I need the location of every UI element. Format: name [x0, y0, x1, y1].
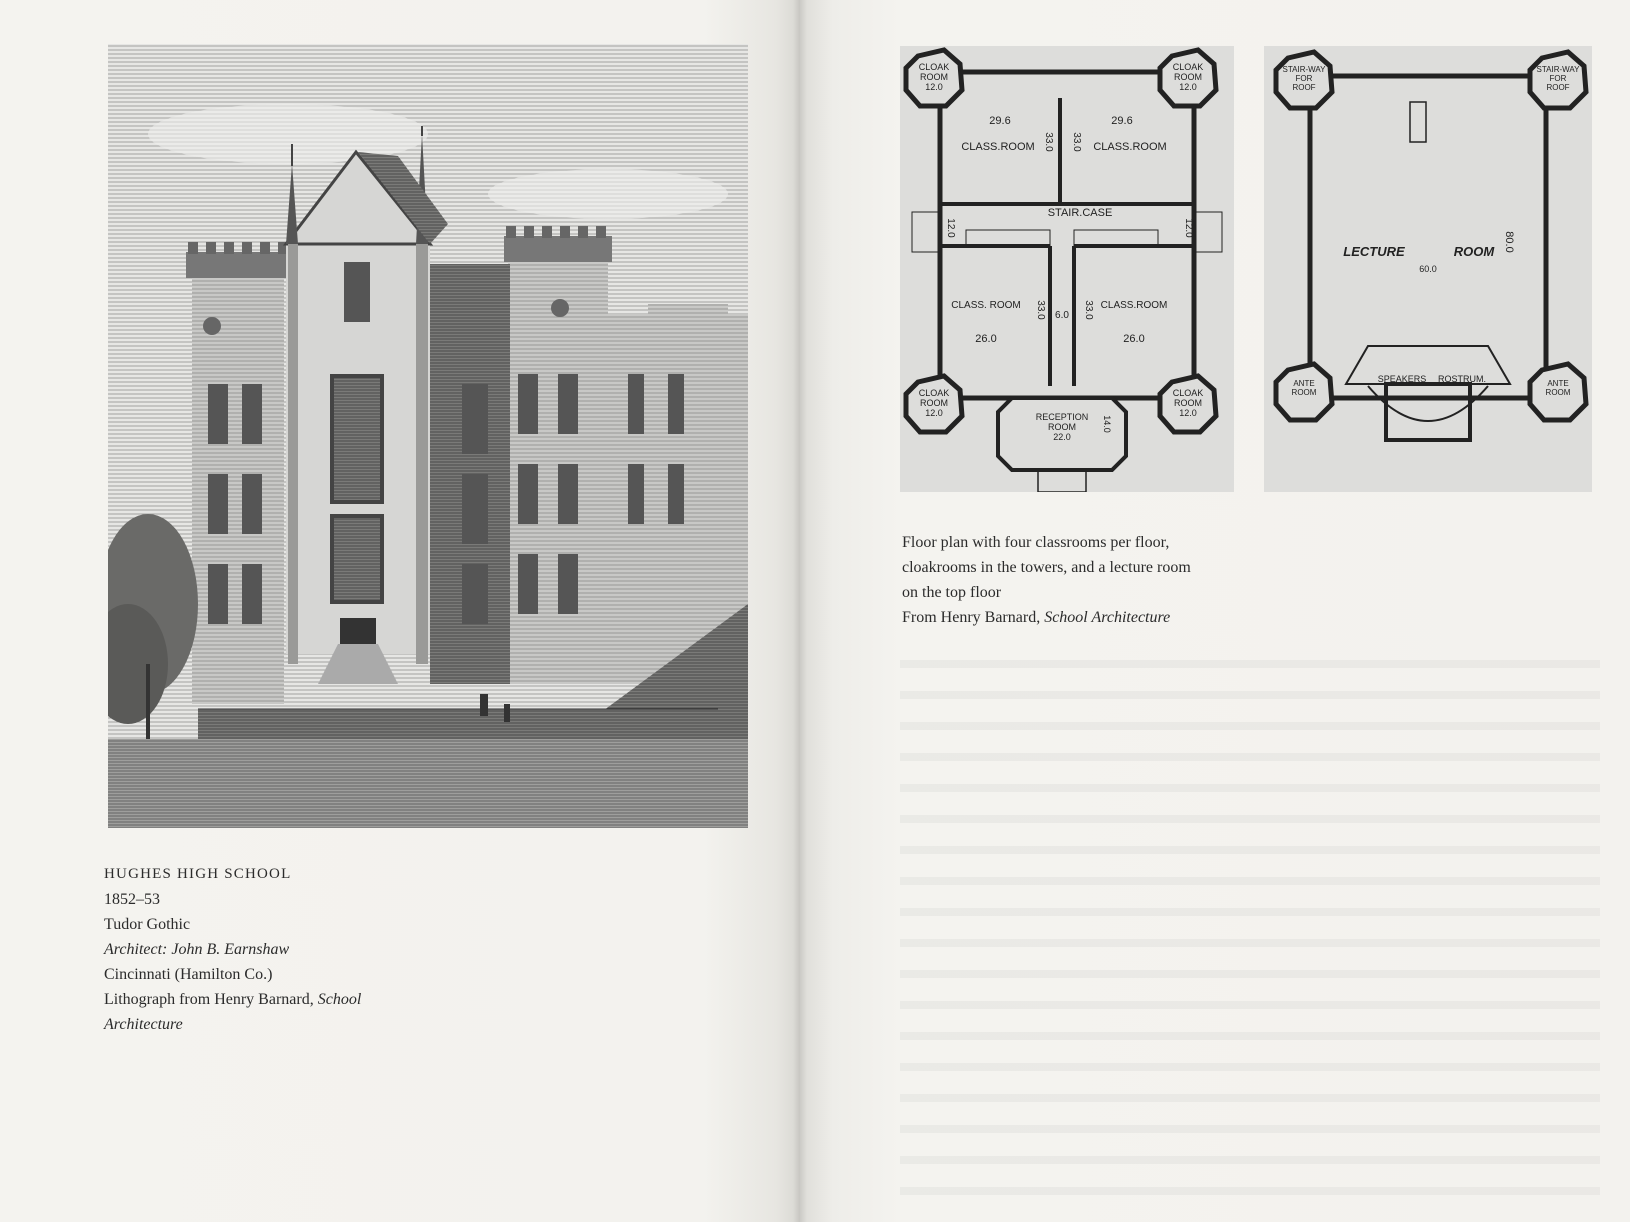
cloak-label-bl: CLOAK: [919, 388, 950, 398]
building-title: HUGHES HIGH SCHOOL: [104, 866, 292, 882]
dim-12-0-right: 12.0: [1183, 218, 1194, 238]
lecture-label: LECTURE: [1343, 244, 1405, 259]
reception-size: 22.0: [1053, 432, 1071, 442]
hughes-high-school-engraving: [108, 44, 748, 828]
room-label-tr: ROOM: [1174, 72, 1202, 82]
dim-29-6-left: 29.6: [989, 115, 1010, 127]
book-spine: [793, 0, 807, 1222]
ante-room-label-left: ROOM: [1292, 388, 1317, 397]
building-source-prefix: Lithograph from Henry Barnard,: [104, 991, 314, 1008]
dim-6-0: 6.0: [1055, 310, 1069, 321]
reception-room-label: ROOM: [1048, 422, 1076, 432]
classroom-top-right: CLASS.ROOM: [1093, 141, 1166, 153]
cloak-size-tr: 12.0: [1179, 82, 1197, 92]
dim-33-0-upper-right: 33.0: [1071, 132, 1082, 152]
room-label-tl: ROOM: [920, 72, 948, 82]
cloak-size-br: 12.0: [1179, 408, 1197, 418]
dim-26-0-left: 26.0: [975, 333, 996, 345]
room-label-br: ROOM: [1174, 398, 1202, 408]
for-label-right: FOR: [1550, 74, 1567, 83]
building-architect: Architect: John B. Earnshaw: [104, 941, 290, 958]
dim-60-0: 60.0: [1419, 264, 1437, 274]
building-style: Tudor Gothic: [104, 916, 191, 933]
building-caption: HUGHES HIGH SCHOOL 1852–53 Tudor Gothic …: [104, 862, 424, 1037]
dim-33-0-lower-left: 33.0: [1035, 300, 1046, 320]
ante-label-left: ANTE: [1293, 379, 1314, 388]
floor-plan-lecture-room: STAIR-WAY FOR ROOF STAIR-WAY FOR ROOF AN…: [1264, 46, 1592, 492]
roof-label-right: ROOF: [1546, 83, 1569, 92]
show-through-texture: [900, 640, 1600, 1200]
cloak-label-tr: CLOAK: [1173, 62, 1204, 72]
stairway-label-right: STAIR-WAY: [1537, 65, 1581, 74]
building-source: Lithograph from Henry Barnard, School Ar…: [104, 987, 424, 1037]
building-source-title: School Architecture: [104, 991, 362, 1033]
ante-room-label-right: ROOM: [1546, 388, 1571, 397]
building-location: Cincinnati (Hamilton Co.): [104, 966, 273, 983]
speakers-label: SPEAKERS: [1378, 374, 1427, 384]
room-label-bl: ROOM: [920, 398, 948, 408]
lecture-room-label: ROOM: [1454, 244, 1496, 259]
floor-plan-classrooms: CLOAK ROOM 12.0 CLOAK ROOM 12.0 CLOAK RO…: [900, 46, 1234, 492]
plan-caption-line-3: on the top floor: [902, 584, 1002, 601]
cloak-size-tl: 12.0: [925, 82, 943, 92]
reception-label: RECEPTION: [1036, 412, 1089, 422]
stairway-label-left: STAIR-WAY: [1283, 65, 1327, 74]
plan-source-prefix: From Henry Barnard,: [902, 609, 1041, 626]
cloak-size-bl: 12.0: [925, 408, 943, 418]
dim-29-6-right: 29.6: [1111, 115, 1132, 127]
dim-33-0-lower-right: 33.0: [1083, 300, 1094, 320]
dim-14-0: 14.0: [1102, 415, 1112, 433]
plan-source: From Henry Barnard, School Architecture: [902, 605, 1242, 630]
floor-plan-caption: Floor plan with four classrooms per floo…: [902, 530, 1242, 630]
staircase-label: STAIR.CASE: [1048, 207, 1113, 219]
classroom-top-left: CLASS.ROOM: [961, 141, 1034, 153]
dim-12-0-left: 12.0: [945, 218, 956, 238]
dim-26-0-right: 26.0: [1123, 333, 1144, 345]
for-label-left: FOR: [1296, 74, 1313, 83]
roof-label-left: ROOF: [1292, 83, 1315, 92]
building-years: 1852–53: [104, 891, 160, 908]
plan-source-title: School Architecture: [1044, 609, 1171, 626]
dim-33-0-upper-left: 33.0: [1043, 132, 1054, 152]
classroom-lower-left: CLASS. ROOM: [951, 300, 1020, 311]
ante-label-right: ANTE: [1547, 379, 1568, 388]
cloak-label-br: CLOAK: [1173, 388, 1204, 398]
cloak-label-tl: CLOAK: [919, 62, 950, 72]
plan-caption-line-2: cloakrooms in the towers, and a lecture …: [902, 559, 1191, 576]
dim-80-0: 80.0: [1503, 231, 1515, 252]
rostrum-label: ROSTRUM.: [1438, 374, 1486, 384]
plan-caption-line-1: Floor plan with four classrooms per floo…: [902, 534, 1170, 551]
classroom-lower-right: CLASS.ROOM: [1101, 300, 1168, 311]
